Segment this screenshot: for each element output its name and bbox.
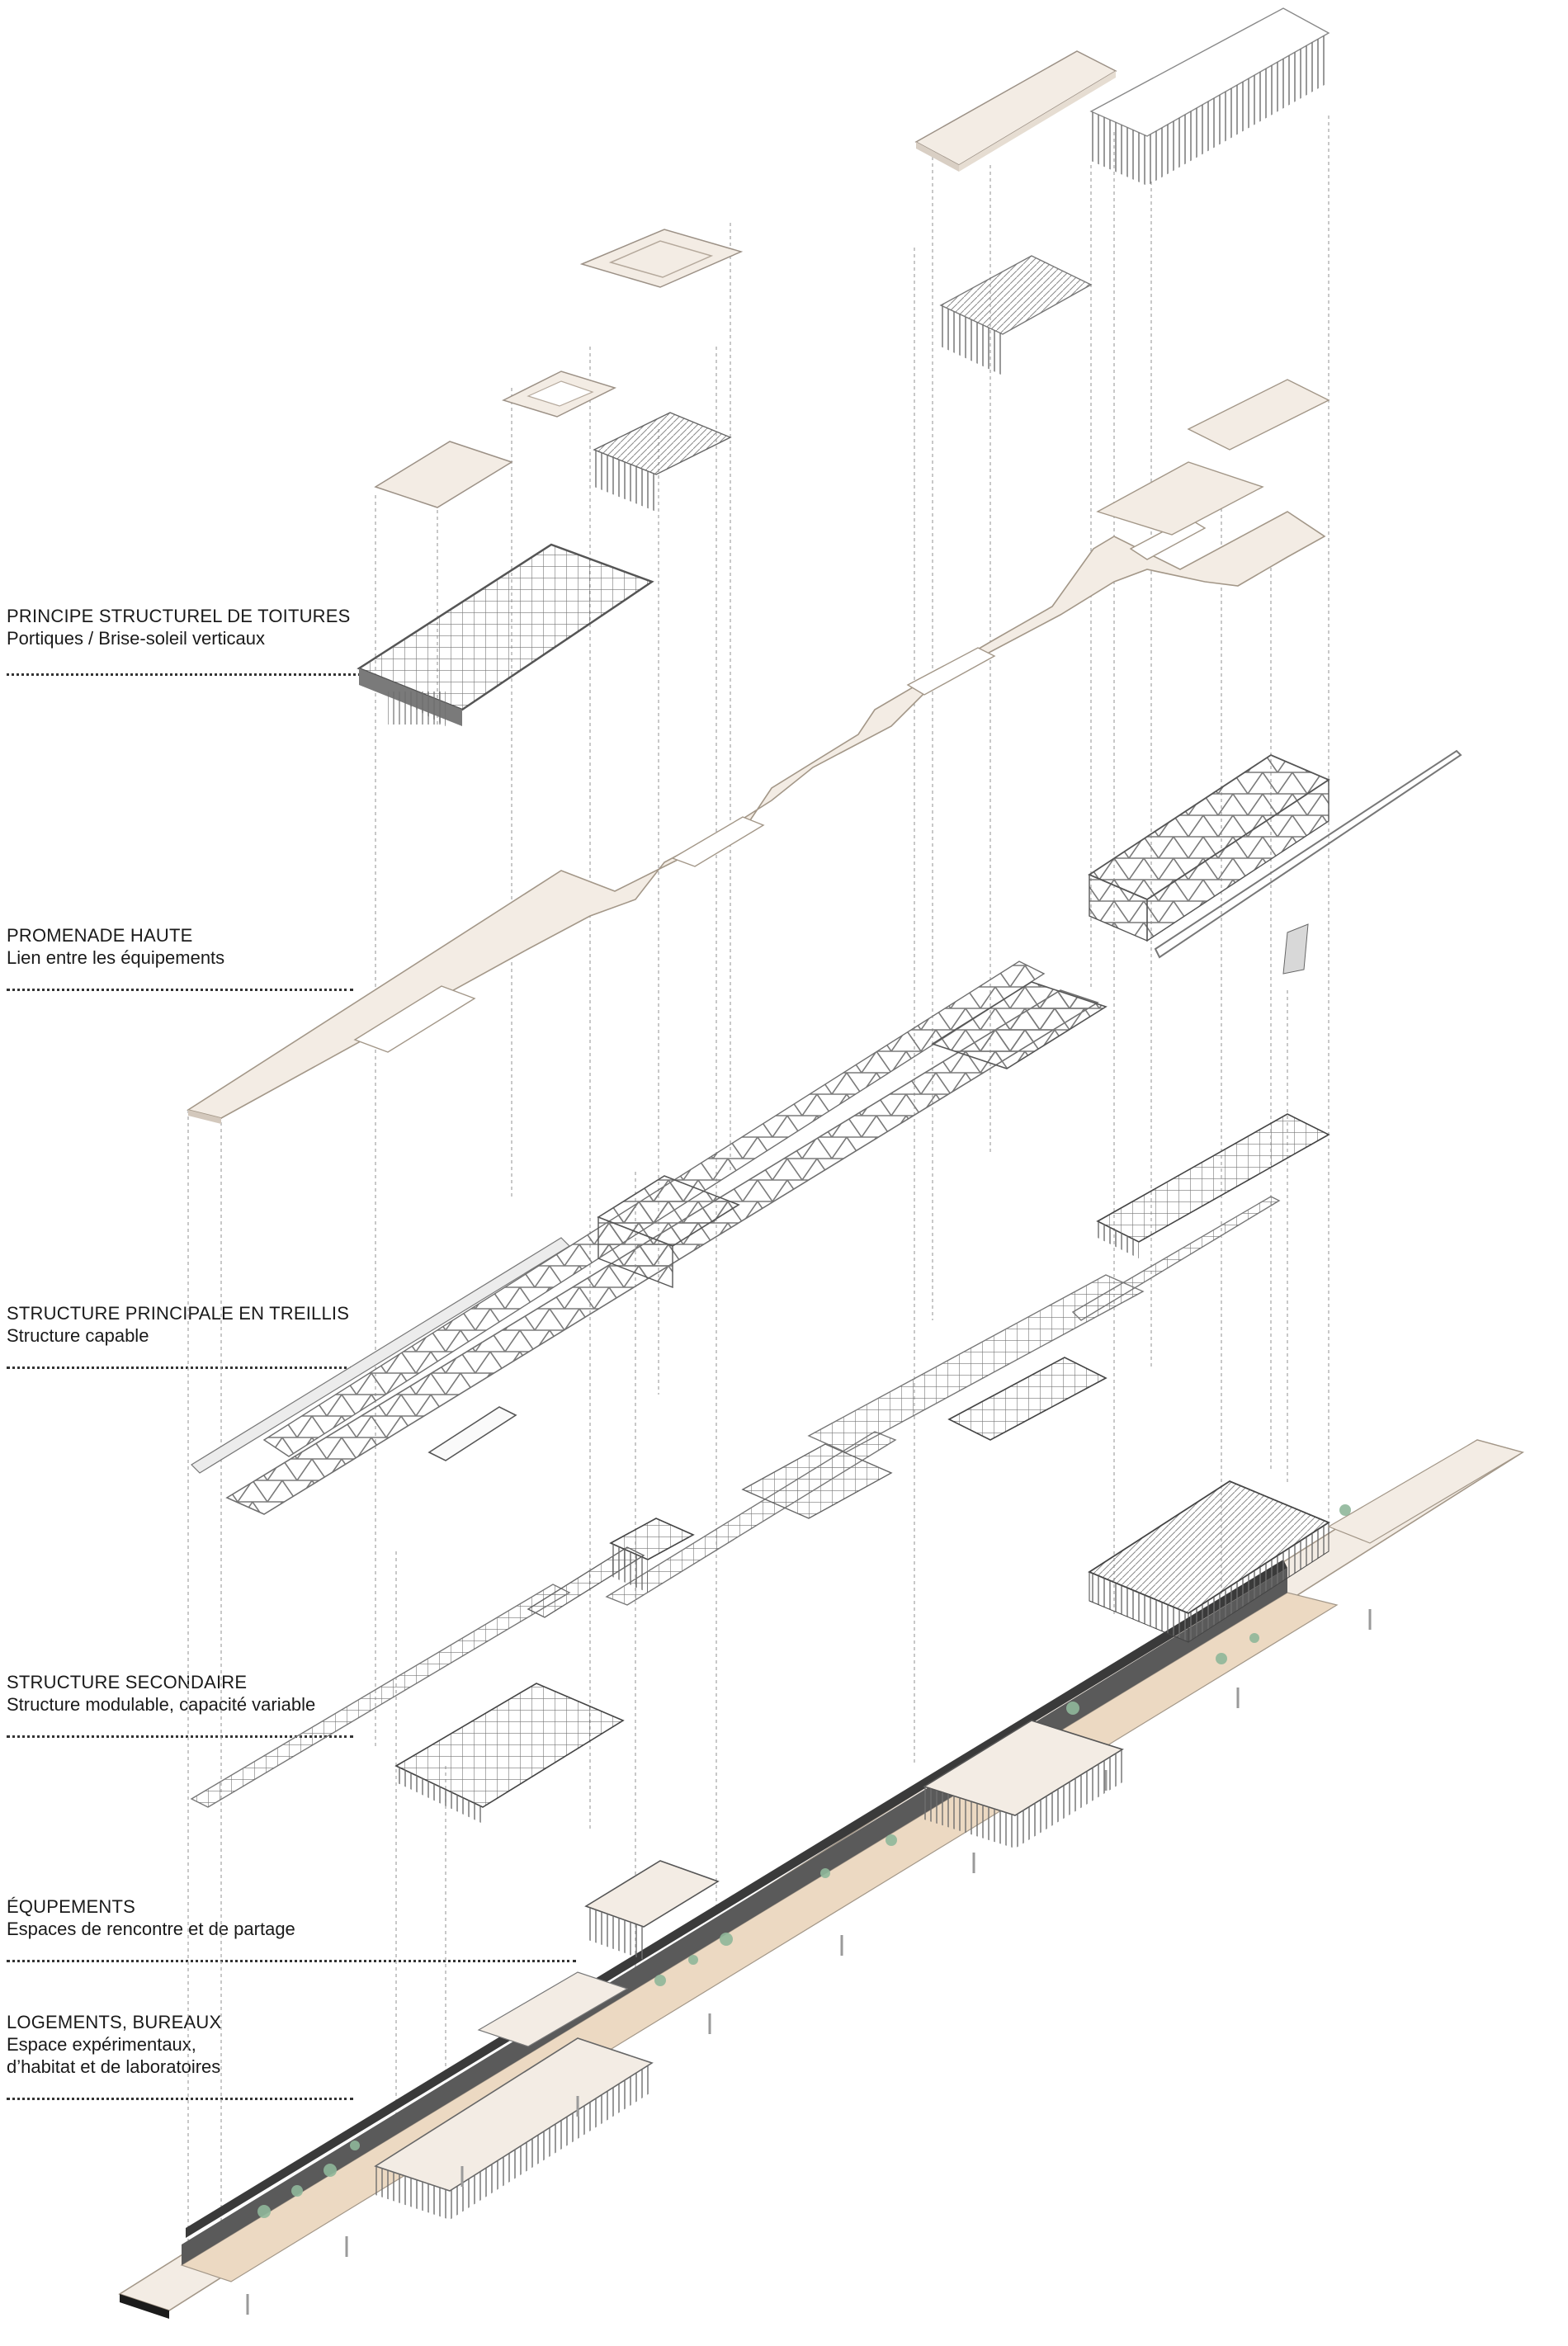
roof-panel-small-2 [501, 371, 617, 418]
label-logements-title: LOGEMENTS, BUREAUX [7, 2012, 222, 2032]
label-toitures: PRINCIPE STRUCTUREL DE TOITURES Portique… [7, 605, 351, 649]
label-treillis-line: Structure capable [7, 1325, 149, 1346]
label-logements: LOGEMENTS, BUREAUX Espace expérimentaux,… [7, 2011, 221, 2078]
ground-level-base [118, 1439, 1524, 2319]
pilotis [246, 1609, 1372, 2315]
roof-panel-small-1 [579, 229, 744, 288]
label-promenade: PROMENADE HAUTE Lien entre les équipemen… [7, 924, 224, 969]
label-secondaire: STRUCTURE SECONDAIRE Structure modulable… [7, 1671, 315, 1716]
label-logements-line1: Espace expérimentaux, [7, 2034, 196, 2055]
leader-toitures [7, 673, 366, 676]
leader-treillis [7, 1367, 353, 1369]
label-equipements-line: Espaces de rencontre et de partage [7, 1919, 295, 1939]
label-toitures-title: PRINCIPE STRUCTUREL DE TOITURES [7, 606, 351, 626]
leader-promenade [7, 989, 353, 991]
label-logements-line2: d’habitat et de laboratoires [7, 2056, 221, 2077]
roof-portal-frame-small [593, 412, 732, 512]
label-equipements-title: ÉQUPEMENTS [7, 1896, 136, 1917]
label-equipements: ÉQUPEMENTS Espaces de rencontre et de pa… [7, 1895, 295, 1940]
secondary-structure [190, 1113, 1330, 1824]
label-promenade-line: Lien entre les équipements [7, 947, 225, 968]
promenade-haute-slab [187, 379, 1330, 1124]
main-truss-structure [191, 749, 1462, 1515]
roof-panel-top-right [914, 50, 1117, 172]
label-secondaire-line: Structure modulable, capacité variable [7, 1694, 316, 1715]
label-secondaire-title: STRUCTURE SECONDAIRE [7, 1672, 248, 1692]
roof-portal-frame-top [939, 255, 1093, 375]
vertical-sun-fins-top-right [1089, 7, 1330, 186]
roof-panel-small-3 [374, 441, 513, 508]
roof-grid-structure-left [357, 543, 654, 726]
leader-secondaire [7, 1735, 353, 1738]
leader-equipements [7, 1960, 576, 1962]
label-treillis-title: STRUCTURE PRINCIPALE EN TREILLIS [7, 1303, 350, 1324]
vegetation [257, 1504, 1351, 2218]
label-promenade-title: PROMENADE HAUTE [7, 925, 193, 946]
label-toitures-line: Portiques / Brise-soleil verticaux [7, 628, 266, 649]
label-treillis: STRUCTURE PRINCIPALE EN TREILLIS Structu… [7, 1302, 349, 1347]
leader-logements [7, 2098, 353, 2100]
